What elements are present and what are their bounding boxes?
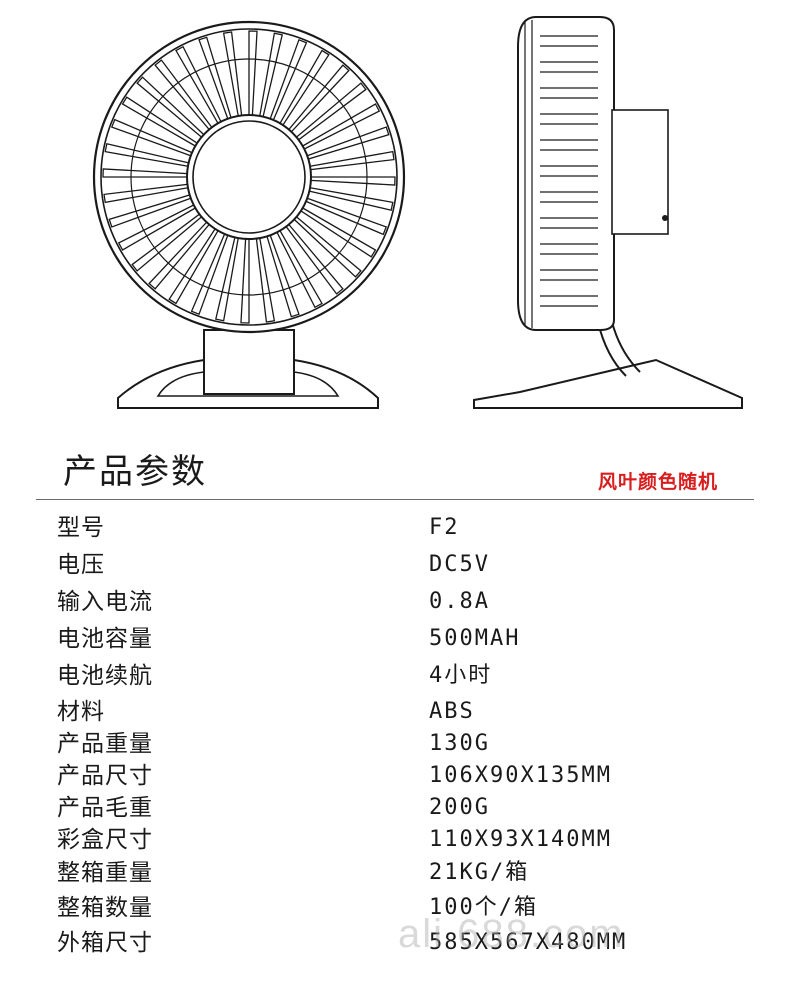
spec-label: 彩盒尺寸	[57, 827, 153, 853]
spec-label: 产品尺寸	[57, 763, 153, 789]
spec-label: 整箱数量	[57, 895, 153, 921]
spec-label: 输入电流	[57, 589, 153, 615]
spec-value: 0.8A	[429, 589, 490, 614]
spec-value: 585X567X480MM	[429, 930, 628, 955]
spec-label: 外箱尺寸	[57, 930, 153, 956]
grille-slat	[540, 61, 598, 73]
side-grille-slats	[540, 35, 598, 307]
spec-label: 电池容量	[57, 626, 153, 652]
spec-value: 4小时	[429, 663, 493, 688]
spec-label: 产品毛重	[57, 795, 153, 821]
spec-value: 106X90X135MM	[429, 763, 612, 788]
grille-slat	[540, 217, 598, 229]
spec-value: 200G	[429, 795, 490, 820]
spec-value: 21KG/箱	[429, 860, 530, 885]
spec-value: DC5V	[429, 552, 490, 577]
blade-color-note: 风叶颜色随机	[598, 471, 719, 493]
spec-value: F2	[429, 515, 460, 540]
spec-label: 型号	[57, 515, 105, 541]
spec-value: 100个/箱	[429, 895, 538, 920]
spec-value: 110X93X140MM	[429, 827, 612, 852]
spec-row: 彩盒尺寸 110X93X140MM	[0, 825, 790, 855]
spec-value: 130G	[429, 731, 490, 756]
spec-label: 产品重量	[57, 731, 153, 757]
spec-row: 电压 DC5V	[0, 550, 790, 580]
spec-row: 整箱数量 100个/箱	[0, 893, 790, 923]
spec-row: 输入电流 0.8A	[0, 587, 790, 617]
grille-slat	[540, 165, 598, 177]
grille-slat	[540, 113, 598, 125]
grille-slat	[540, 35, 598, 47]
spec-row: 型号 F2	[0, 513, 790, 543]
spec-label: 电压	[57, 552, 105, 578]
divider	[36, 499, 754, 500]
spec-row: 外箱尺寸 585X567X480MM	[0, 928, 790, 958]
spec-row: 整箱重量 21KG/箱	[0, 858, 790, 888]
spec-label: 材料	[57, 699, 105, 725]
front-view-fan	[92, 20, 406, 409]
grille-slat	[540, 139, 598, 151]
grille-slat	[540, 243, 598, 255]
spec-row: 材料 ABS	[0, 697, 790, 727]
spec-value: ABS	[429, 699, 475, 724]
spec-row: 产品重量 130G	[0, 729, 790, 759]
grille-slat	[540, 295, 598, 307]
side-view-fan	[473, 16, 743, 409]
section-title: 产品参数	[63, 452, 207, 492]
watermark: ali 688.com	[398, 912, 625, 956]
spec-row: 产品毛重 200G	[0, 793, 790, 823]
grille-slat	[540, 87, 598, 99]
spec-value: 500MAH	[429, 626, 521, 651]
spec-row: 电池续航 4小时	[0, 661, 790, 691]
grille-slat	[540, 191, 598, 203]
spec-row: 电池容量 500MAH	[0, 624, 790, 654]
grille-slat	[540, 269, 598, 281]
spec-label: 整箱重量	[57, 860, 153, 886]
spec-row: 产品尺寸 106X90X135MM	[0, 761, 790, 791]
fan-line-drawing	[92, 16, 743, 409]
spec-label: 电池续航	[57, 663, 153, 689]
